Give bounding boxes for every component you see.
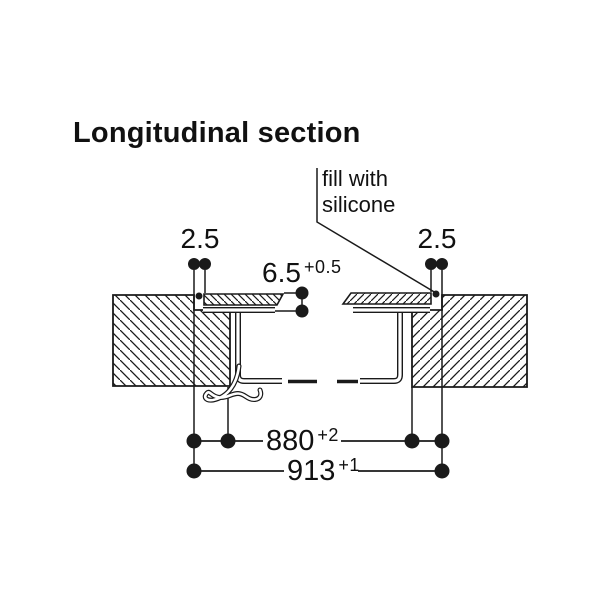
dimension-cutout-width: 880+2 xyxy=(266,426,339,456)
recess-depth-tolerance: +0.5 xyxy=(303,257,342,277)
cutout-width-tolerance: +2 xyxy=(317,425,339,445)
cutout-width-value: 880 xyxy=(266,425,315,457)
marker-recess-bottom xyxy=(295,304,309,318)
marker-913-left xyxy=(186,463,202,479)
marker-880-left xyxy=(220,433,236,449)
marker-880-right xyxy=(404,433,420,449)
dimension-gap-left: 2.5 xyxy=(180,223,220,254)
leader-line xyxy=(316,168,437,294)
overall-width-tolerance: +1 xyxy=(338,455,360,475)
dimension-lines xyxy=(194,440,442,472)
marker-913-right xyxy=(434,463,450,479)
dimension-overall-width: 913+1 xyxy=(287,456,360,486)
appliance-frame-right xyxy=(353,307,430,384)
mounting-clamp xyxy=(202,363,264,403)
recess-depth-value: 6.5 xyxy=(262,257,301,288)
drawing-title: Longitudinal section xyxy=(73,117,361,149)
dimension-gap-right: 2.5 xyxy=(417,223,457,254)
cooktop-glass-left xyxy=(203,293,285,306)
marker-gap-right-inner xyxy=(425,258,437,270)
overall-width-value: 913 xyxy=(287,455,336,487)
silicone-callout: fill with silicone xyxy=(322,166,395,218)
marker-gap-right-outer xyxy=(436,258,448,270)
marker-gap-left-outer xyxy=(188,258,200,270)
marker-joint-left xyxy=(195,292,203,300)
marker-gap-left-inner xyxy=(199,258,211,270)
marker-880-far-right xyxy=(434,433,450,449)
silicone-callout-line1: fill with xyxy=(322,166,389,191)
cooktop-glass-right xyxy=(341,292,432,305)
marker-joint-right xyxy=(432,290,440,298)
dimension-markers xyxy=(186,258,450,479)
marker-recess-top xyxy=(295,286,309,300)
silicone-callout-line2: silicone xyxy=(322,192,396,217)
dimension-recess-depth: 6.5+0.5 xyxy=(262,258,341,287)
marker-880-far-left xyxy=(186,433,202,449)
